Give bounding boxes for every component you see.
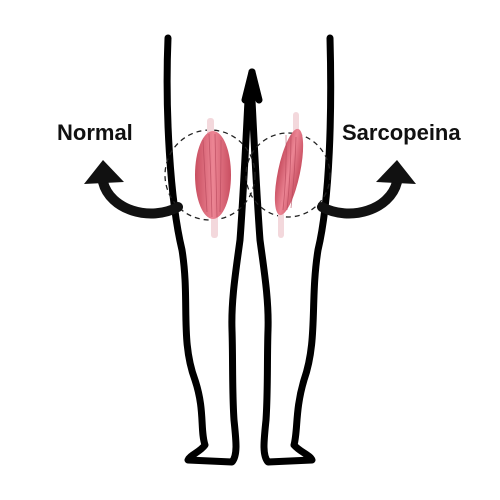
sarcopenia-muscle-icon <box>274 112 304 238</box>
normal-label: Normal <box>57 120 133 145</box>
curved-arrow-up-left-icon <box>84 160 183 219</box>
normal-muscle-icon <box>195 118 231 238</box>
sarcopenia-muscle-highlight <box>245 132 331 218</box>
curved-arrow-up-right-icon <box>317 160 416 219</box>
left-leg-outline <box>163 34 256 466</box>
crotch-line <box>241 68 263 104</box>
right-leg-outline <box>248 34 335 466</box>
sarcopenia-label: Sarcopeina <box>342 120 461 145</box>
